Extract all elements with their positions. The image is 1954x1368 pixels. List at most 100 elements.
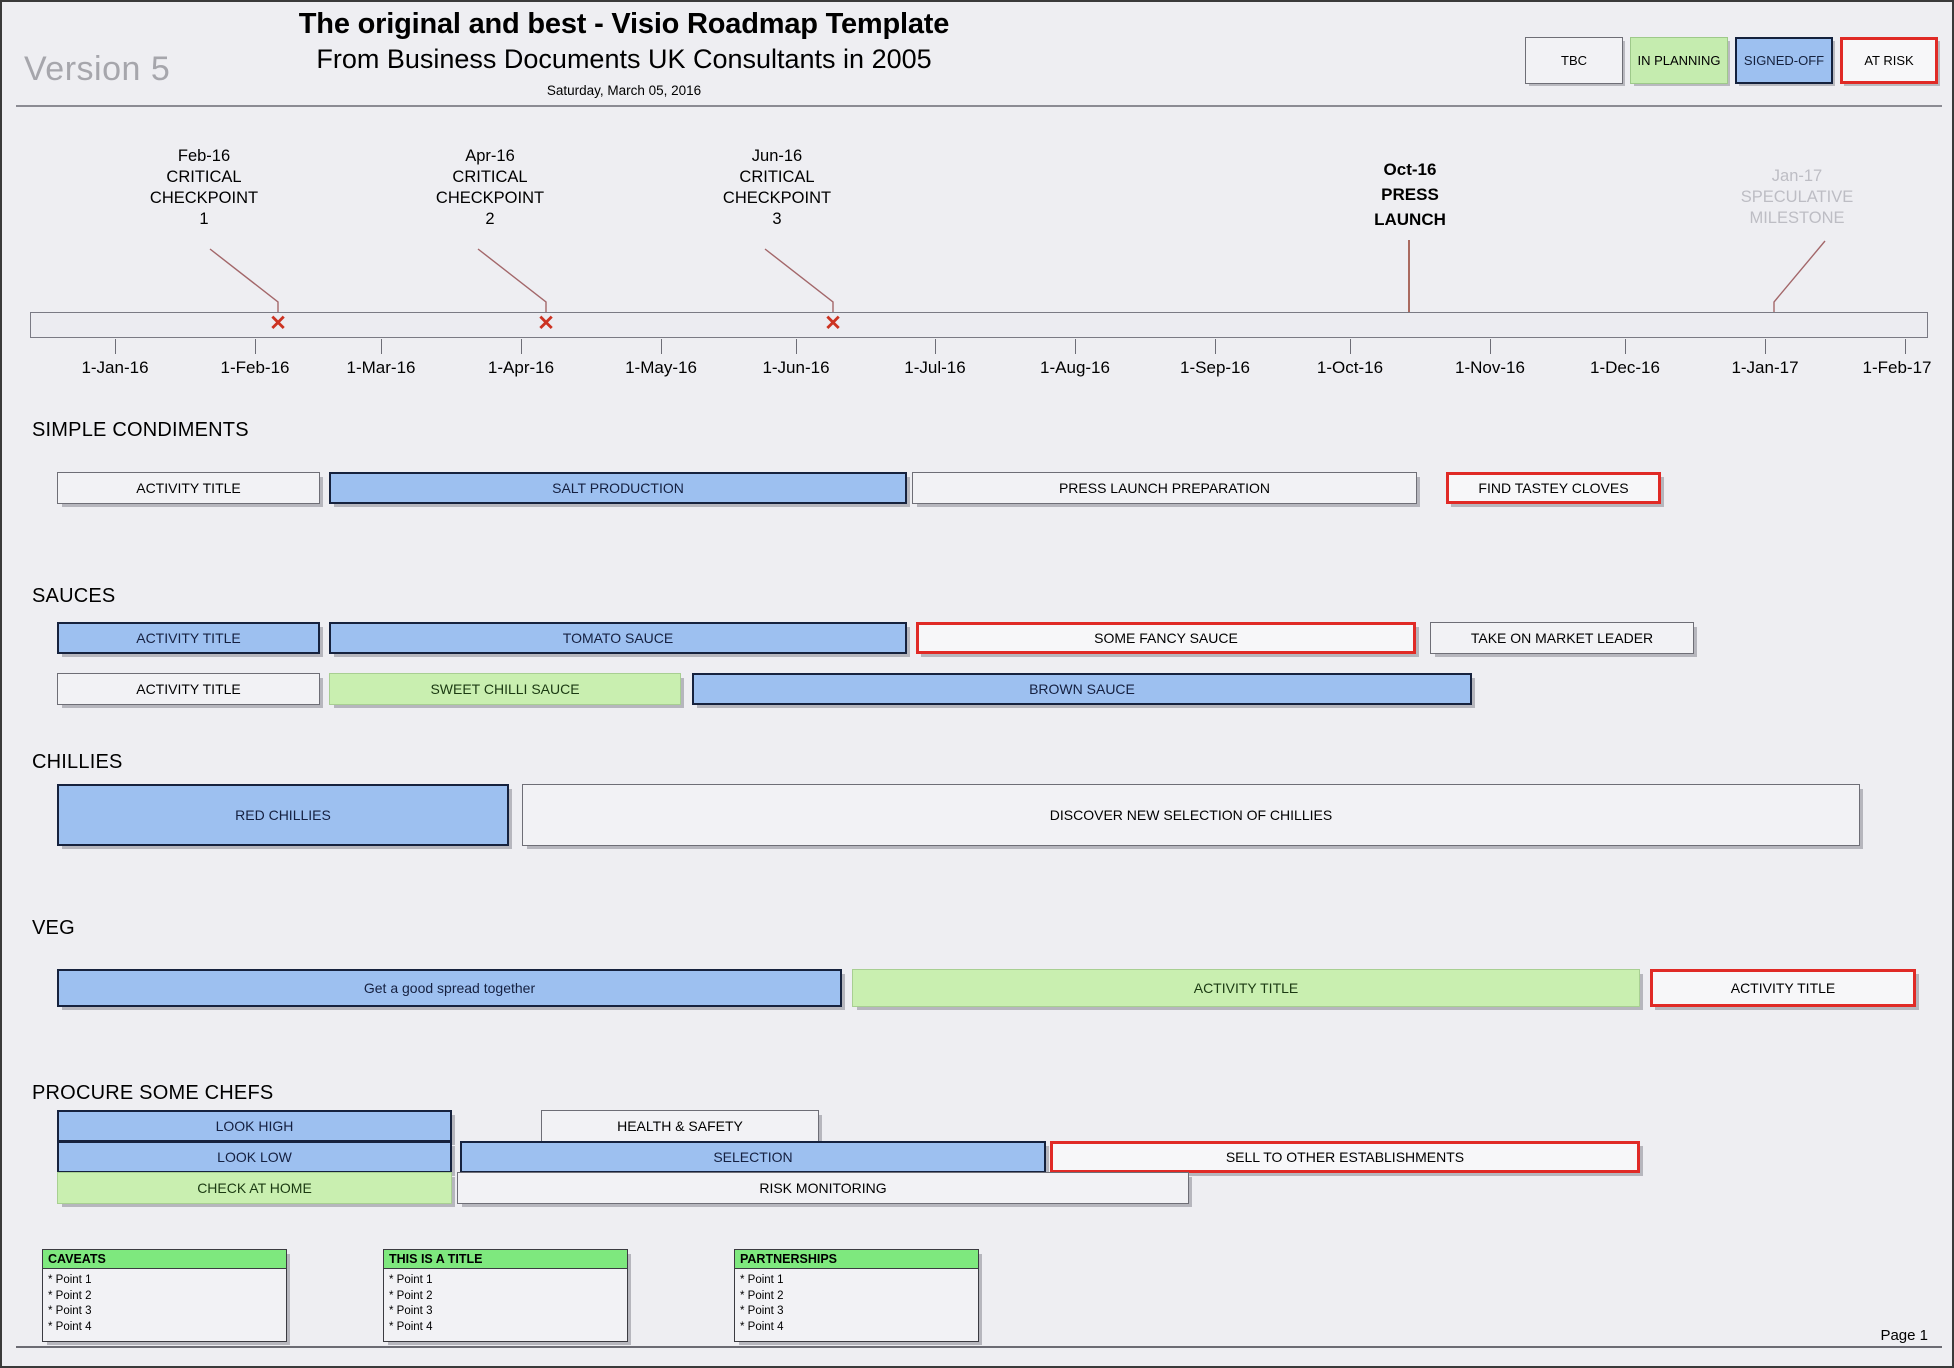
- task-bar-salt-production[interactable]: SALT PRODUCTION: [329, 472, 907, 504]
- milestone-line3-1: 1: [199, 210, 209, 228]
- note-card-partnerships[interactable]: PARTNERSHIPS * Point 1 * Point 2 * Point…: [734, 1249, 979, 1342]
- milestone-date-4: Oct-16: [1383, 160, 1437, 179]
- task-bar-risk-monitoring[interactable]: RISK MONITORING: [457, 1172, 1189, 1204]
- task-bar-get-good-spread-together[interactable]: Get a good spread together: [57, 969, 842, 1007]
- task-bar-take-on-market-leader[interactable]: TAKE ON MARKET LEADER: [1430, 622, 1694, 654]
- checkpoint-x-icon-2: ✕: [537, 312, 555, 335]
- note-card-caveats[interactable]: CAVEATS * Point 1 * Point 2 * Point 3 * …: [42, 1249, 287, 1342]
- legend-item-at-risk[interactable]: AT RISK: [1840, 37, 1938, 84]
- task-bar-red-chillies[interactable]: RED CHILLIES: [57, 784, 509, 846]
- note-body-this-is-a-title: * Point 1 * Point 2 * Point 3 * Point 4: [384, 1269, 627, 1335]
- milestone-date-1: Feb-16: [177, 147, 231, 165]
- timeline-tick-label-12: 1-Dec-16: [1590, 358, 1660, 377]
- timeline-tick-label-8: 1-Aug-16: [1040, 358, 1110, 377]
- lane-title-sauces: SAUCES: [32, 585, 116, 607]
- task-bar-activity-title-sc[interactable]: ACTIVITY TITLE: [57, 472, 320, 504]
- task-bar-activity-title-veg-2[interactable]: ACTIVITY TITLE: [1650, 969, 1916, 1007]
- checkpoint-x-icon-1: ✕: [269, 312, 287, 335]
- footer-divider: [16, 1346, 1942, 1348]
- task-bar-health-safety[interactable]: HEALTH & SAFETY: [541, 1110, 819, 1142]
- note-point: * Point 4: [48, 1320, 92, 1333]
- task-bar-brown-sauce[interactable]: BROWN SAUCE: [692, 673, 1472, 705]
- timeline-tick-label-14: 1-Feb-17: [1862, 358, 1932, 377]
- milestone-line2-4: LAUNCH: [1374, 210, 1446, 229]
- version-label: Version 5: [24, 50, 171, 88]
- page-date: Saturday, March 05, 2016: [546, 83, 702, 98]
- milestone-line1-2: CRITICAL: [452, 168, 528, 186]
- page-number: Page 1: [1880, 1327, 1928, 1344]
- task-bar-activity-title-sauces-2[interactable]: ACTIVITY TITLE: [57, 673, 320, 705]
- note-point: * Point 3: [48, 1305, 92, 1318]
- task-bar-look-high[interactable]: LOOK HIGH: [57, 1110, 452, 1142]
- note-title-caveats: CAVEATS: [43, 1250, 286, 1269]
- note-point: * Point 1: [48, 1274, 92, 1286]
- lane-title-procure-some-chefs: PROCURE SOME CHEFS: [32, 1082, 274, 1104]
- lane-title-simple-condiments: SIMPLE CONDIMENTS: [32, 419, 249, 441]
- timeline-tick-label-11: 1-Nov-16: [1455, 358, 1525, 377]
- note-point: * Point 3: [389, 1305, 433, 1318]
- milestone-line1-4: PRESS: [1381, 185, 1439, 204]
- note-title-partnerships: PARTNERSHIPS: [735, 1250, 978, 1269]
- note-point: * Point 2: [740, 1289, 784, 1302]
- note-point: * Point 3: [740, 1305, 784, 1318]
- milestone-date-5: Jan-17: [1771, 167, 1823, 185]
- milestone-date-2: Apr-16: [465, 147, 515, 165]
- milestone-line1-3: CRITICAL: [739, 168, 815, 186]
- timeline-tick-label-5: 1-May-16: [625, 358, 697, 377]
- milestone-line2-2: CHECKPOINT: [435, 189, 545, 207]
- note-point: * Point 4: [389, 1320, 433, 1333]
- task-bar-press-launch-preparation[interactable]: PRESS LAUNCH PREPARATION: [912, 472, 1417, 504]
- checkpoint-x-icon-3: ✕: [824, 312, 842, 335]
- task-bar-sweet-chilli-sauce[interactable]: SWEET CHILLI SAUCE: [329, 673, 681, 705]
- timeline-tick-label-2: 1-Feb-16: [220, 358, 290, 377]
- milestone-line2-1: CHECKPOINT: [149, 189, 259, 207]
- milestone-line3-2: 2: [485, 210, 495, 228]
- milestone-line2-3: CHECKPOINT: [722, 189, 832, 207]
- note-point: * Point 1: [740, 1274, 784, 1286]
- timeline-bar[interactable]: [30, 312, 1928, 338]
- milestone-line1-1: CRITICAL: [166, 168, 242, 186]
- legend-item-signed-off[interactable]: SIGNED-OFF: [1735, 37, 1833, 84]
- timeline-tick-label-6: 1-Jun-16: [762, 358, 830, 377]
- task-bar-selection[interactable]: SELECTION: [460, 1141, 1046, 1173]
- note-point: * Point 2: [389, 1289, 433, 1302]
- milestone-label-1[interactable]: Feb-16 CRITICAL CHECKPOINT 1: [99, 146, 309, 230]
- milestone-label-5[interactable]: Jan-17 SPECULATIVE MILESTONE: [1692, 166, 1902, 229]
- task-bar-tomato-sauce[interactable]: TOMATO SAUCE: [329, 622, 907, 654]
- note-point: * Point 1: [389, 1274, 433, 1286]
- note-point: * Point 2: [48, 1289, 92, 1302]
- task-bar-activity-title-sauces-1[interactable]: ACTIVITY TITLE: [57, 622, 320, 654]
- milestone-label-2[interactable]: Apr-16 CRITICAL CHECKPOINT 2: [385, 146, 595, 230]
- lane-title-veg: VEG: [32, 917, 75, 939]
- task-bar-find-tastey-cloves[interactable]: FIND TASTEY CLOVES: [1446, 472, 1661, 504]
- legend-item-in-planning[interactable]: IN PLANNING: [1630, 37, 1728, 84]
- timeline-tick-label-9: 1-Sep-16: [1180, 358, 1250, 377]
- task-bar-check-at-home[interactable]: CHECK AT HOME: [57, 1172, 452, 1204]
- lane-title-chillies: CHILLIES: [32, 751, 123, 773]
- legend-item-tbc[interactable]: TBC: [1525, 37, 1623, 84]
- milestone-line3-3: 3: [772, 210, 782, 228]
- milestone-label-3[interactable]: Jun-16 CRITICAL CHECKPOINT 3: [672, 146, 882, 230]
- task-bar-activity-title-veg-1[interactable]: ACTIVITY TITLE: [852, 969, 1640, 1007]
- timeline-tick-label-1: 1-Jan-16: [81, 358, 149, 377]
- task-bar-discover-new-selection-chillies[interactable]: DISCOVER NEW SELECTION OF CHILLIES: [522, 784, 1860, 846]
- milestone-date-3: Jun-16: [751, 147, 803, 165]
- milestone-line1-5: SPECULATIVE: [1740, 188, 1854, 206]
- timeline-tick-label-7: 1-Jul-16: [904, 358, 966, 377]
- page-header: Version 5 The original and best - Visio …: [2, 2, 1954, 107]
- task-bar-look-low[interactable]: LOOK LOW: [57, 1141, 452, 1173]
- note-point: * Point 4: [740, 1320, 784, 1333]
- task-bar-sell-to-other-establishments[interactable]: SELL TO OTHER ESTABLISHMENTS: [1050, 1141, 1640, 1173]
- header-divider: [16, 105, 1942, 107]
- timeline-tick-label-3: 1-Mar-16: [346, 358, 416, 377]
- page-title: The original and best - Visio Roadmap Te…: [298, 8, 950, 40]
- note-title-this-is-a-title: THIS IS A TITLE: [384, 1250, 627, 1269]
- timeline-tick-label-10: 1-Oct-16: [1316, 358, 1384, 377]
- milestone-label-4[interactable]: Oct-16 PRESS LAUNCH: [1305, 157, 1515, 232]
- note-body-partnerships: * Point 1 * Point 2 * Point 3 * Point 4: [735, 1269, 978, 1335]
- page-subtitle: From Business Documents UK Consultants i…: [316, 44, 932, 74]
- task-bar-some-fancy-sauce[interactable]: SOME FANCY SAUCE: [916, 622, 1416, 654]
- status-legend: TBC IN PLANNING SIGNED-OFF AT RISK: [1525, 37, 1938, 84]
- note-card-this-is-a-title[interactable]: THIS IS A TITLE * Point 1 * Point 2 * Po…: [383, 1249, 628, 1342]
